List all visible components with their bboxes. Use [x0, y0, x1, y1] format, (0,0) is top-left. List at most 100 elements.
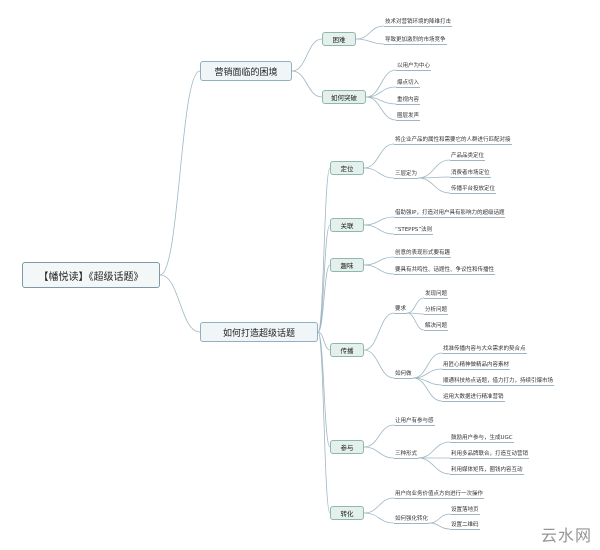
node-leaf-connector — [355, 38, 385, 45]
branch-node-connector — [317, 264, 331, 333]
leaf-underline — [442, 385, 554, 386]
leaf: 要具有共鸣性、话题性、争议性和传播性 — [395, 267, 495, 273]
leaf-underline — [394, 313, 407, 314]
leaf-underline — [394, 523, 429, 524]
node-leaf-connector — [363, 512, 395, 524]
node-chuanbo: 传播 — [330, 343, 364, 357]
node-ruhe-tupo: 如何突破 — [322, 90, 366, 104]
leaf: 技术对营销环境的降维打击 — [385, 19, 452, 25]
branch-node-connector — [291, 70, 323, 98]
leaf-sub-connector — [417, 177, 451, 194]
node-kunnan: 困难 — [322, 32, 356, 46]
node-zhuanhua: 转化 — [330, 506, 364, 520]
leaf: 分析问题 — [425, 307, 448, 313]
node-leaf-connector — [363, 349, 395, 379]
branch-build-super-topic: 如何打造超级话题 — [200, 322, 318, 342]
leaf: 要求 — [395, 306, 407, 312]
leaf-underline — [394, 178, 418, 179]
leaf: 消费者市场定位 — [451, 170, 490, 176]
leaf-underline — [450, 160, 485, 161]
leaf-sub-connector — [417, 457, 451, 475]
leaf-sub-connector — [412, 368, 443, 379]
leaf-underline — [394, 458, 418, 459]
leaf-underline — [450, 177, 491, 178]
leaf-underline — [384, 26, 452, 27]
branch-node-connector — [317, 331, 331, 351]
leaf: 以用户为中心 — [397, 63, 431, 69]
branch-node-connector — [317, 167, 331, 333]
node-canyu: 参与 — [330, 440, 364, 454]
leaf: 解决问题 — [425, 323, 448, 329]
leaf-underline — [442, 353, 527, 354]
leaf-underline — [394, 144, 512, 145]
leaf-underline — [394, 425, 435, 426]
leaf-underline — [450, 474, 524, 475]
leaf-underline — [442, 401, 505, 402]
leaf-underline — [450, 442, 514, 443]
leaf: 创意的表现形式要有趣 — [395, 250, 451, 256]
leaf-underline — [450, 458, 529, 459]
node-leaf-connector — [365, 96, 397, 121]
node-leaf-connector — [355, 25, 385, 40]
root-node: 【幡悦读】《超级话题》 — [22, 262, 160, 288]
root-branch-connector — [159, 70, 201, 276]
leaf-underline — [396, 120, 420, 121]
node-leaf-connector — [363, 424, 395, 448]
watermark: 云水网 — [540, 526, 592, 545]
leaf: 借助强IP，打造对用户具有影响力的超级话题 — [395, 210, 505, 216]
leaf-underline — [450, 529, 480, 530]
leaf-sub-connector — [428, 522, 451, 530]
node-leaf-connector — [363, 312, 395, 351]
leaf: 用匠心精神做精品内容素材 — [443, 362, 510, 368]
leaf-underline — [394, 274, 495, 275]
leaf-underline — [450, 193, 496, 194]
node-guanlian: 关联 — [330, 218, 364, 232]
leaf-sub-connector — [412, 352, 443, 379]
leaf-underline — [394, 257, 451, 258]
leaf: 找准传播内容与大众需求的契合点 — [443, 346, 526, 352]
leaf-sub-connector — [417, 441, 451, 459]
leaf-underline — [396, 104, 420, 105]
leaf-underline — [396, 70, 431, 71]
node-leaf-connector — [363, 216, 395, 226]
leaf-sub-connector — [417, 159, 451, 179]
branch-marketing-difficulties: 营销面临的困境 — [200, 61, 292, 81]
leaf: “STEPPS”法则 — [395, 227, 433, 233]
node-leaf-connector — [365, 69, 397, 98]
leaf: 爆点切入 — [397, 80, 420, 86]
branch-node-connector — [291, 38, 323, 72]
node-leaf-connector — [363, 224, 395, 235]
leaf: 如何做 — [395, 371, 412, 377]
leaf: 如何强化转化 — [395, 516, 429, 522]
leaf-underline — [394, 498, 484, 499]
leaf-underline — [394, 217, 505, 218]
leaf: 将企业产品的属性和需要它的人群进行匹配对接 — [395, 137, 511, 143]
node-dingwei: 定位 — [330, 161, 364, 175]
leaf-underline — [450, 514, 480, 515]
leaf: 设置二维码 — [451, 522, 479, 528]
leaf-underline — [424, 330, 448, 331]
leaf: 三层定为 — [395, 171, 418, 177]
leaf: 鼓励用户参与，生成UGC — [451, 435, 513, 441]
leaf: 利用多品牌联合，打造互动营销 — [451, 451, 529, 457]
leaf: 产品品类定位 — [451, 153, 485, 159]
leaf-underline — [442, 369, 510, 370]
branch-node-connector — [317, 331, 331, 514]
leaf: 让用户有参与感 — [395, 418, 434, 424]
leaf-underline — [424, 314, 448, 315]
leaf: 传播平台投放定位 — [451, 186, 496, 192]
leaf: 利用媒体矩阵，圈钱内容互动 — [451, 467, 523, 473]
leaf-underline — [394, 378, 413, 379]
leaf-underline — [384, 44, 447, 45]
node-leaf-connector — [365, 86, 397, 98]
leaf-underline — [396, 87, 420, 88]
node-leaf-connector — [363, 446, 395, 459]
leaf-sub-connector — [412, 377, 443, 402]
leaf: 运用大数据进行精准营销 — [443, 394, 504, 400]
leaf: 用户向业务价值点方向进行一次操作 — [395, 491, 484, 497]
node-leaf-connector — [363, 497, 395, 514]
node-quwei: 趣味 — [330, 258, 364, 272]
leaf: 重视内容 — [397, 97, 420, 103]
node-leaf-connector — [363, 167, 395, 179]
